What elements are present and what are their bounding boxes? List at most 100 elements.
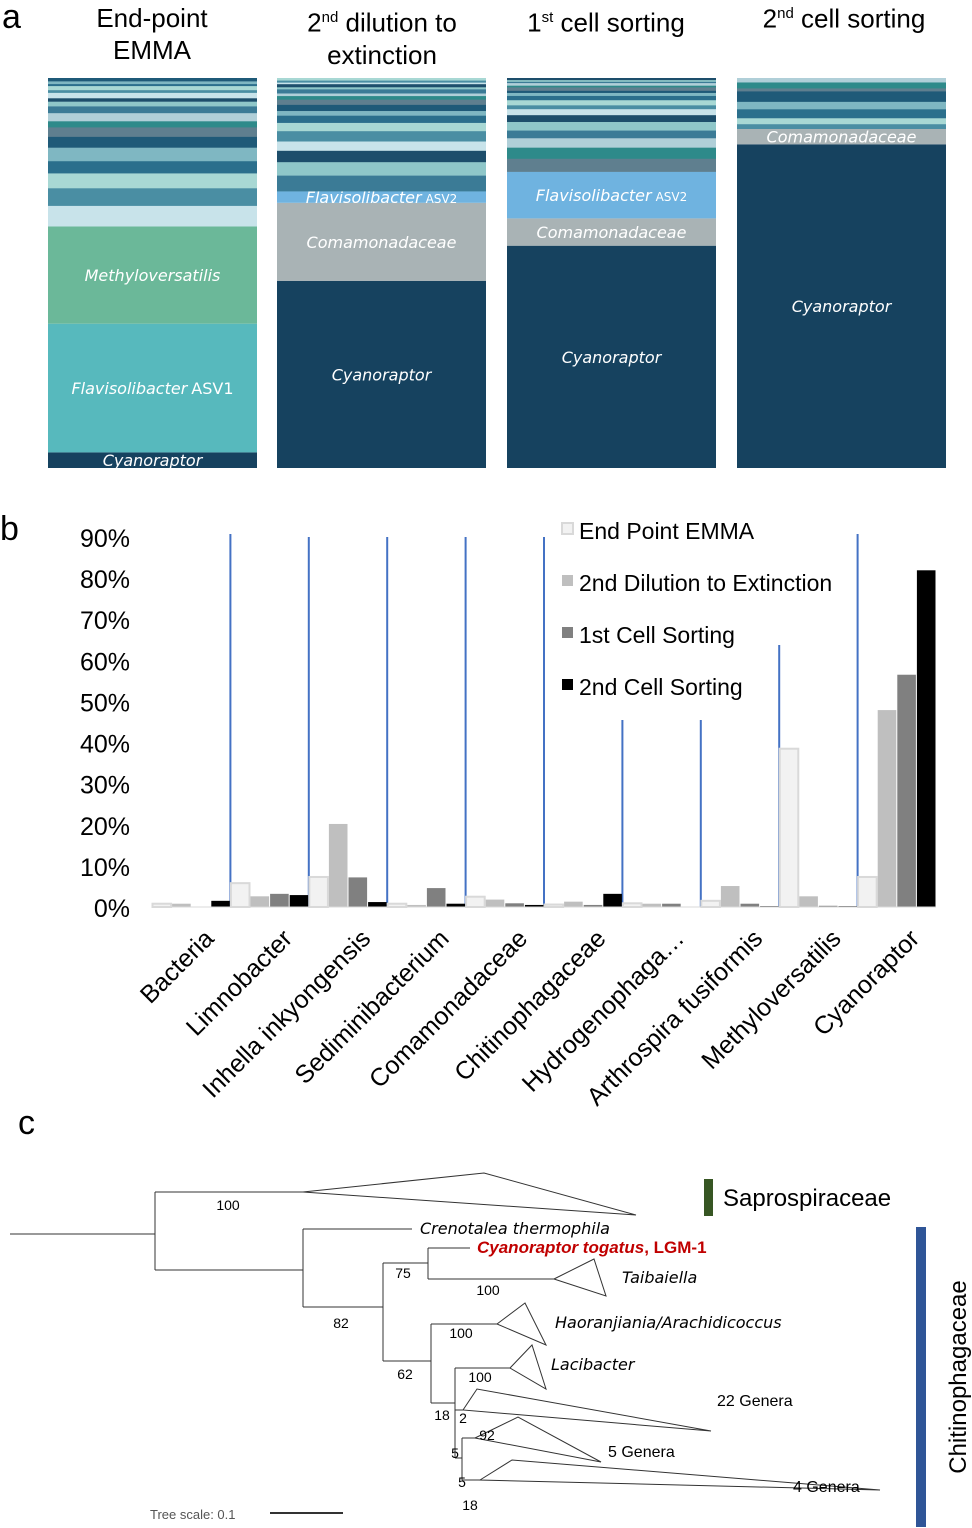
y-tick-label: 40% bbox=[80, 731, 130, 759]
segment-cyanoraptor bbox=[507, 245, 716, 468]
bar-2 bbox=[505, 903, 524, 907]
bar-2 bbox=[426, 888, 446, 907]
minor-taxon-stripe bbox=[277, 78, 486, 81]
minor-taxon-stripe bbox=[507, 105, 716, 110]
minor-taxon-stripe bbox=[48, 127, 257, 138]
minor-taxon-stripe bbox=[507, 78, 716, 81]
family-label: Chitinophagaceae bbox=[945, 1280, 972, 1474]
bar-1 bbox=[799, 896, 818, 907]
saprospiraceae-clade bbox=[302, 1172, 637, 1216]
bar-2 bbox=[740, 903, 760, 907]
minor-taxon-stripe bbox=[507, 80, 716, 83]
taxon-label: Haoranjiania/Arachidicoccus bbox=[555, 1313, 782, 1332]
segment-comamonadaceae bbox=[277, 202, 486, 281]
genera-5-clade bbox=[473, 1416, 602, 1463]
segment-label: Comamonadaceae bbox=[537, 223, 687, 242]
minor-taxon-stripe bbox=[48, 205, 257, 227]
bootstrap-value: 5 bbox=[458, 1474, 466, 1490]
minor-taxon-stripe bbox=[48, 78, 257, 82]
genera-4-clade bbox=[478, 1459, 881, 1491]
family-bar-saprospiraceae bbox=[704, 1179, 713, 1216]
minor-taxon-stripe bbox=[737, 78, 946, 83]
minor-taxon-stripe bbox=[48, 101, 257, 107]
legend-swatch bbox=[561, 522, 574, 535]
bar-1 bbox=[642, 903, 662, 907]
bar-2 bbox=[583, 904, 603, 907]
haoranjiania-clade bbox=[496, 1302, 548, 1346]
legend-label: 2nd Dilution to Extinction bbox=[579, 570, 832, 596]
bar-3 bbox=[916, 570, 936, 907]
minor-taxon-stripe bbox=[48, 81, 257, 85]
minor-taxon-stripe bbox=[277, 162, 486, 176]
y-tick-label: 70% bbox=[80, 607, 130, 635]
column-heading-2nd-cell-sorting: 2nd cell sorting bbox=[738, 0, 950, 35]
bar-2 bbox=[662, 903, 681, 907]
minor-taxon-stripe bbox=[48, 90, 257, 94]
minor-taxon-stripe bbox=[277, 96, 486, 100]
stacked-bar-2: Cyanoraptor Comamonadaceae Flavisolibacter… bbox=[507, 78, 716, 468]
minor-taxon-stripe bbox=[507, 115, 716, 123]
bootstrap-value: 100 bbox=[449, 1325, 473, 1341]
column-heading-2nd-dilution: 2nd dilution to extinction bbox=[307, 7, 457, 70]
segment-label: Cyanoraptor bbox=[332, 365, 433, 384]
segment-label-suffix: ASV2 bbox=[426, 192, 458, 206]
minor-taxon-stripe bbox=[277, 141, 486, 152]
bar-1 bbox=[172, 903, 191, 907]
taibaiella-clade bbox=[552, 1258, 607, 1297]
minor-taxon-stripe bbox=[48, 98, 257, 102]
minor-taxon-stripe bbox=[737, 124, 946, 129]
family-bar-chitinophagaceae bbox=[916, 1227, 926, 1527]
segment-cyanoraptor bbox=[277, 280, 486, 468]
ordinal-number: 2 bbox=[762, 3, 778, 34]
minor-taxon-stripe bbox=[507, 100, 716, 106]
y-tick-label: 80% bbox=[80, 566, 130, 594]
minor-taxon-stripe bbox=[507, 87, 716, 92]
family-label: Saprospiraceae bbox=[723, 1185, 891, 1212]
heading-rest: cell sorting bbox=[553, 7, 685, 38]
segment-comamonadaceae bbox=[507, 218, 716, 246]
ordinal-number: 1 bbox=[527, 7, 542, 38]
bar-1 bbox=[485, 899, 505, 907]
panel-letter-c: c bbox=[18, 1104, 35, 1142]
tree-scale-label: Tree scale: 0.1 bbox=[150, 1507, 236, 1522]
minor-taxon-stripe bbox=[48, 136, 257, 149]
minor-taxon-stripe bbox=[737, 88, 946, 92]
segment-methyloversatilis bbox=[48, 226, 257, 324]
minor-taxon-stripe bbox=[48, 92, 257, 99]
taxon-label-highlight: Cyanoraptor togatus, LGM-1 bbox=[477, 1238, 707, 1257]
minor-taxon-stripe bbox=[48, 106, 257, 114]
bootstrap-value: 62 bbox=[397, 1366, 413, 1382]
segment-flavisolibacter bbox=[277, 191, 486, 203]
bar-2 bbox=[818, 905, 838, 907]
minor-taxon-stripe bbox=[737, 118, 946, 125]
minor-taxon-stripe bbox=[277, 80, 486, 83]
bar-3 bbox=[603, 893, 622, 907]
segment-comamonadaceae bbox=[737, 128, 946, 145]
minor-taxon-stripe bbox=[277, 93, 486, 97]
minor-taxon-stripe bbox=[48, 84, 257, 87]
bar-1 bbox=[328, 823, 348, 907]
bar-3 bbox=[446, 903, 466, 907]
minor-taxon-stripe bbox=[507, 109, 716, 116]
minor-taxon-stripe bbox=[48, 188, 257, 207]
minor-taxon-stripe bbox=[277, 122, 486, 132]
minor-taxon-stripe bbox=[507, 92, 716, 97]
bar-2 bbox=[897, 674, 916, 907]
bar-1 bbox=[250, 896, 270, 907]
bar-3 bbox=[289, 895, 309, 907]
bootstrap-value: 100 bbox=[216, 1197, 240, 1213]
legend-swatch bbox=[562, 627, 573, 638]
segment-label: Cyanoraptor bbox=[562, 348, 663, 367]
bootstrap-value: 5 bbox=[451, 1445, 459, 1461]
stacked-bar-1: CyanoraptorComamonadaceaeFlavisolibacter… bbox=[277, 78, 486, 468]
minor-taxon-stripe bbox=[277, 150, 486, 163]
bar-3 bbox=[211, 900, 230, 907]
bootstrap-value: 82 bbox=[333, 1315, 349, 1331]
bootstrap-value: 100 bbox=[476, 1282, 500, 1298]
minor-taxon-stripe bbox=[277, 111, 486, 116]
minor-taxon-stripe bbox=[277, 84, 486, 88]
minor-taxon-stripe bbox=[277, 87, 486, 90]
